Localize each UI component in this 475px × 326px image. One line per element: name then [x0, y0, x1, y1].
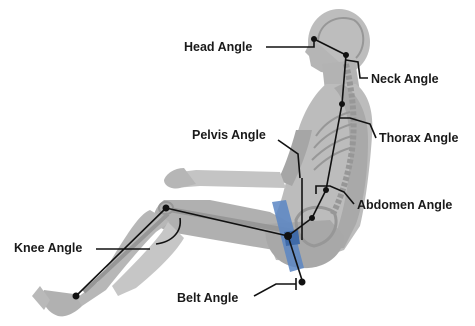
belt-leader [254, 278, 296, 296]
abdomen-angle-label: Abdomen Angle [357, 198, 452, 212]
head-leader [266, 40, 314, 47]
ankle-joint [73, 293, 80, 300]
neck-joint [343, 52, 349, 58]
neck-angle-label: Neck Angle [371, 72, 439, 86]
pelvis-joint [309, 215, 315, 221]
head-angle-label: Head Angle [184, 40, 252, 54]
belt-angle-label: Belt Angle [177, 291, 238, 305]
knee-joint [163, 205, 170, 212]
hip-joint [284, 232, 292, 240]
thorax-joint [339, 101, 345, 107]
pelvis-angle-label: Pelvis Angle [192, 128, 266, 142]
head-joint [311, 36, 317, 42]
thorax-angle-label: Thorax Angle [379, 131, 458, 145]
knee-angle-label: Knee Angle [14, 241, 82, 255]
belt-anchor [299, 279, 306, 286]
abdomen-joint [323, 187, 329, 193]
